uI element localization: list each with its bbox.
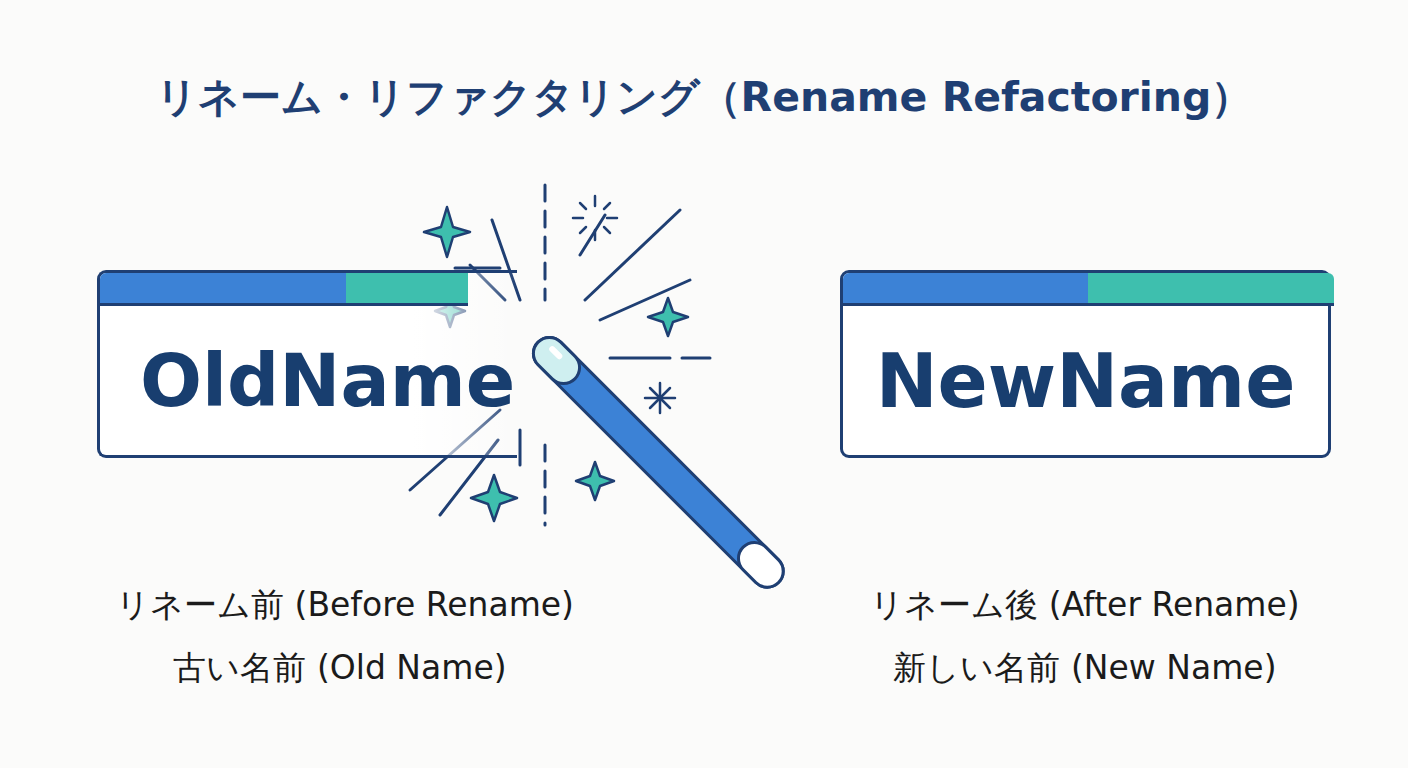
- caption-label: 古い名前 (Old Name): [173, 646, 506, 691]
- name-box: NewName: [840, 270, 1331, 458]
- header-bar: [1088, 273, 1334, 303]
- box-label: NewName: [876, 338, 1296, 424]
- caption-label: 新しい名前 (New Name): [893, 646, 1276, 691]
- header-bar: [100, 273, 346, 303]
- header-bar: [346, 273, 468, 303]
- header-rule: [100, 303, 468, 306]
- diagram-title: リネーム・リファクタリング（Rename Refactoring）: [156, 70, 1253, 125]
- header-rule: [843, 303, 1334, 306]
- caption-label: リネーム前 (Before Rename): [116, 583, 574, 628]
- header-bar: [843, 273, 1088, 303]
- caption-label: リネーム後 (After Rename): [870, 583, 1299, 628]
- name-box: OldName: [97, 270, 517, 458]
- box-label: OldName: [140, 338, 515, 423]
